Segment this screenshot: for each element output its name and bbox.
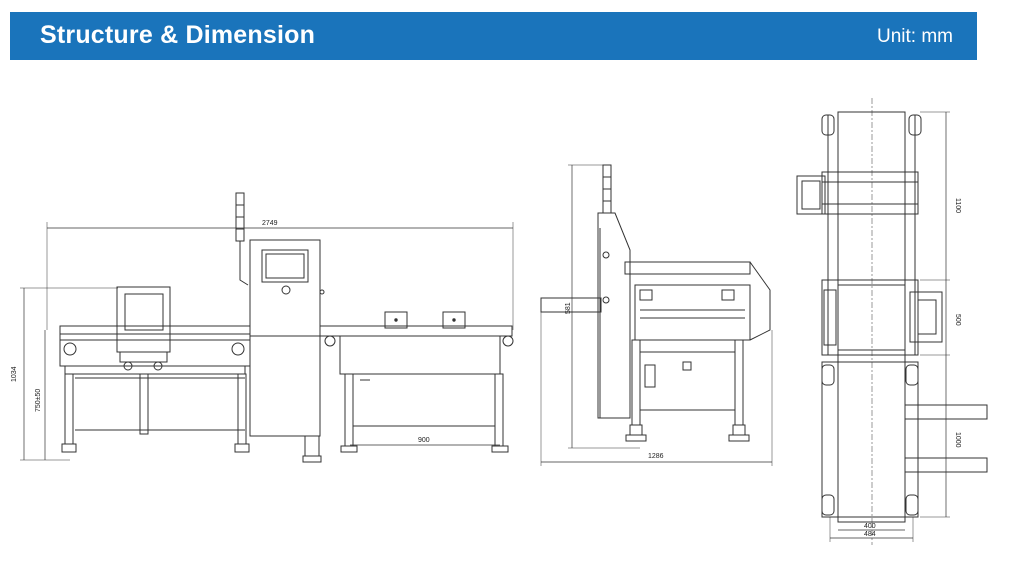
dim-overall-depth: 1286	[648, 453, 664, 460]
dim-section-2: 500	[954, 314, 961, 326]
section-header: Structure & Dimension Unit: mm	[10, 12, 977, 60]
side-view: 581 1286	[540, 164, 773, 466]
dim-arm-height: 581	[565, 302, 572, 314]
dim-overall-height: 1034	[11, 366, 18, 382]
dim-frame-width: 484	[864, 531, 876, 538]
unit-label: Unit: mm	[877, 26, 953, 47]
dim-section-3: 1000	[954, 432, 961, 448]
front-view: 2749 1034 750±50	[11, 192, 514, 463]
dim-belt-width: 400	[864, 523, 876, 530]
top-view: 1100 500 1000 400 484	[796, 98, 988, 545]
dim-conveyor-length: 900	[418, 437, 430, 444]
section-title: Structure & Dimension	[40, 21, 316, 49]
dim-section-1: 1100	[954, 198, 961, 213]
dim-overall-length: 2749	[262, 220, 278, 227]
dim-belt-height: 750±50	[35, 389, 42, 412]
